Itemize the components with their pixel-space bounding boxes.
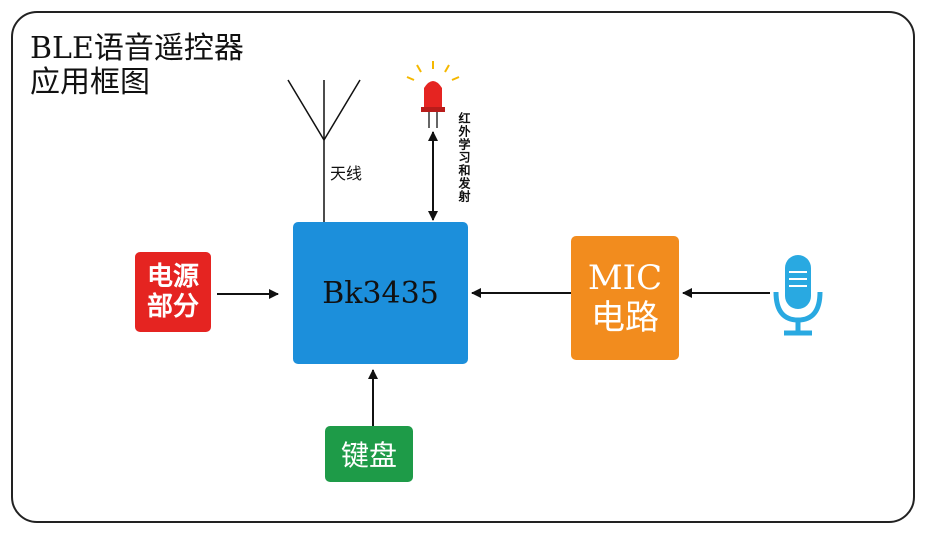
ir-label: 红外学习和发射 <box>457 112 471 203</box>
power-block: 电源 部分 <box>135 252 211 332</box>
keyboard-label: 键盘 <box>340 439 397 472</box>
power-label-line-1: 电源 <box>146 262 199 292</box>
mic-label-line-2: 电路 <box>591 298 659 338</box>
mcu-label: Bk3435 <box>322 275 439 311</box>
title-line-2: 应用框图 <box>30 65 150 100</box>
led-icon <box>406 61 460 128</box>
antenna-icon <box>287 79 361 222</box>
keyboard-block: 键盘 <box>325 426 413 482</box>
antenna-label: 天线 <box>330 164 363 183</box>
power-label-line-2: 部分 <box>146 292 199 322</box>
diagram-frame <box>11 11 915 523</box>
mcu-block: Bk3435 <box>293 222 468 364</box>
microphone-icon <box>773 255 823 336</box>
mic-label-line-1: MIC <box>587 258 663 298</box>
mic-circuit-block: MIC 电路 <box>571 236 679 360</box>
title-line-1: BLE语音遥控器 <box>30 31 244 66</box>
